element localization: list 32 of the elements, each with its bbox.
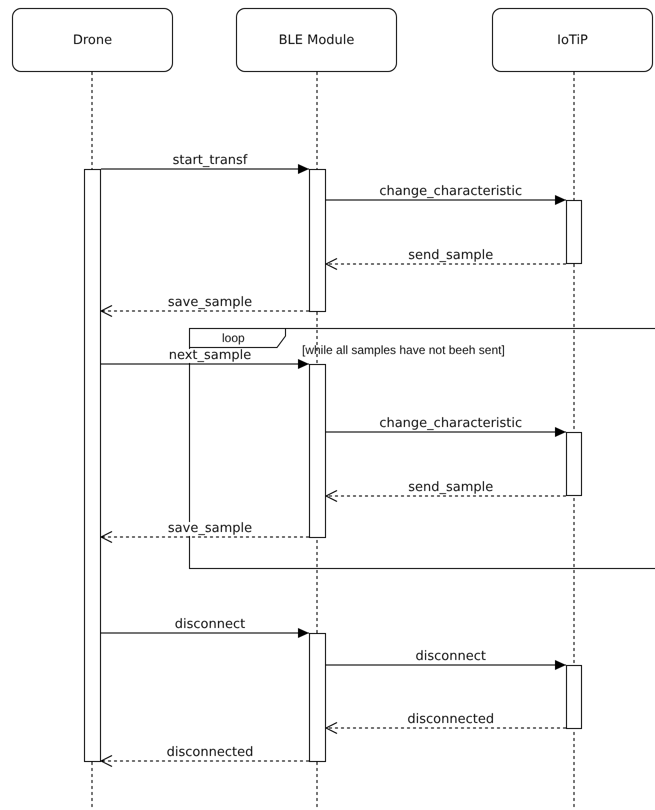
message-arrow [326, 427, 566, 437]
activation-bar [309, 364, 326, 538]
message-arrow [100, 305, 310, 317]
message-arrow [100, 531, 310, 543]
edge-label: send_sample [407, 249, 494, 263]
lifeline-header: IoTiP [492, 8, 653, 72]
activation-bar [566, 432, 582, 496]
activation-bar [309, 169, 326, 312]
activation-bar [84, 169, 101, 762]
activation-bar [309, 633, 326, 762]
message-arrow [100, 628, 310, 638]
activation-bar [566, 200, 582, 264]
message-arrow [326, 490, 566, 502]
edge-label: save_sample [166, 522, 254, 536]
edge-label: change_characteristic [378, 417, 524, 431]
activation-bar [566, 665, 582, 729]
edge-label: send_sample [407, 481, 494, 495]
message-arrow [100, 755, 310, 767]
lifeline-header: Drone [12, 8, 173, 72]
frame-operator: loop [222, 331, 245, 345]
message-arrow [326, 722, 566, 734]
edge-label: next_sample [168, 349, 252, 363]
message-arrow [326, 258, 566, 270]
message-arrow [326, 195, 566, 205]
message-arrow [326, 660, 566, 670]
lifeline-header: BLE Module [236, 8, 397, 72]
message-arrow [100, 359, 310, 369]
edge-label: start_transf [172, 154, 248, 168]
edge-label: change_characteristic [378, 185, 524, 199]
edge-label: save_sample [166, 296, 254, 310]
guard-condition: [while all samples have not beeh sent] [302, 343, 505, 357]
message-arrow [100, 164, 310, 174]
